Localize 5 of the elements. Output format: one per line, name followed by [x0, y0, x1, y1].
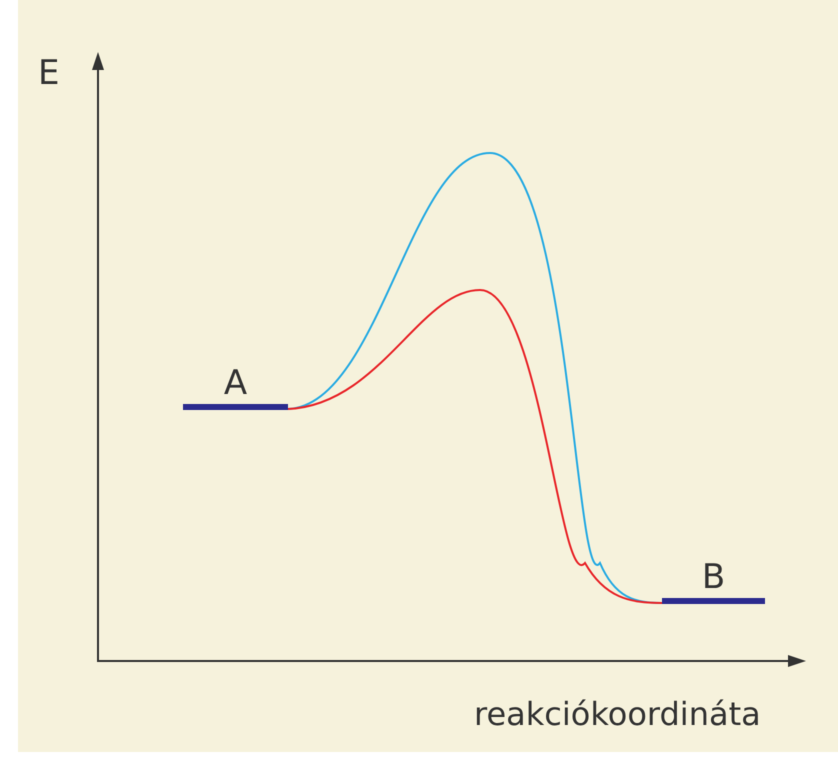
energy-curve — [288, 289, 662, 604]
level-label: B — [702, 560, 726, 594]
axis-label: reakciókoordináta — [474, 698, 761, 730]
axis-label: E — [38, 56, 60, 90]
level-label: A — [224, 366, 248, 400]
